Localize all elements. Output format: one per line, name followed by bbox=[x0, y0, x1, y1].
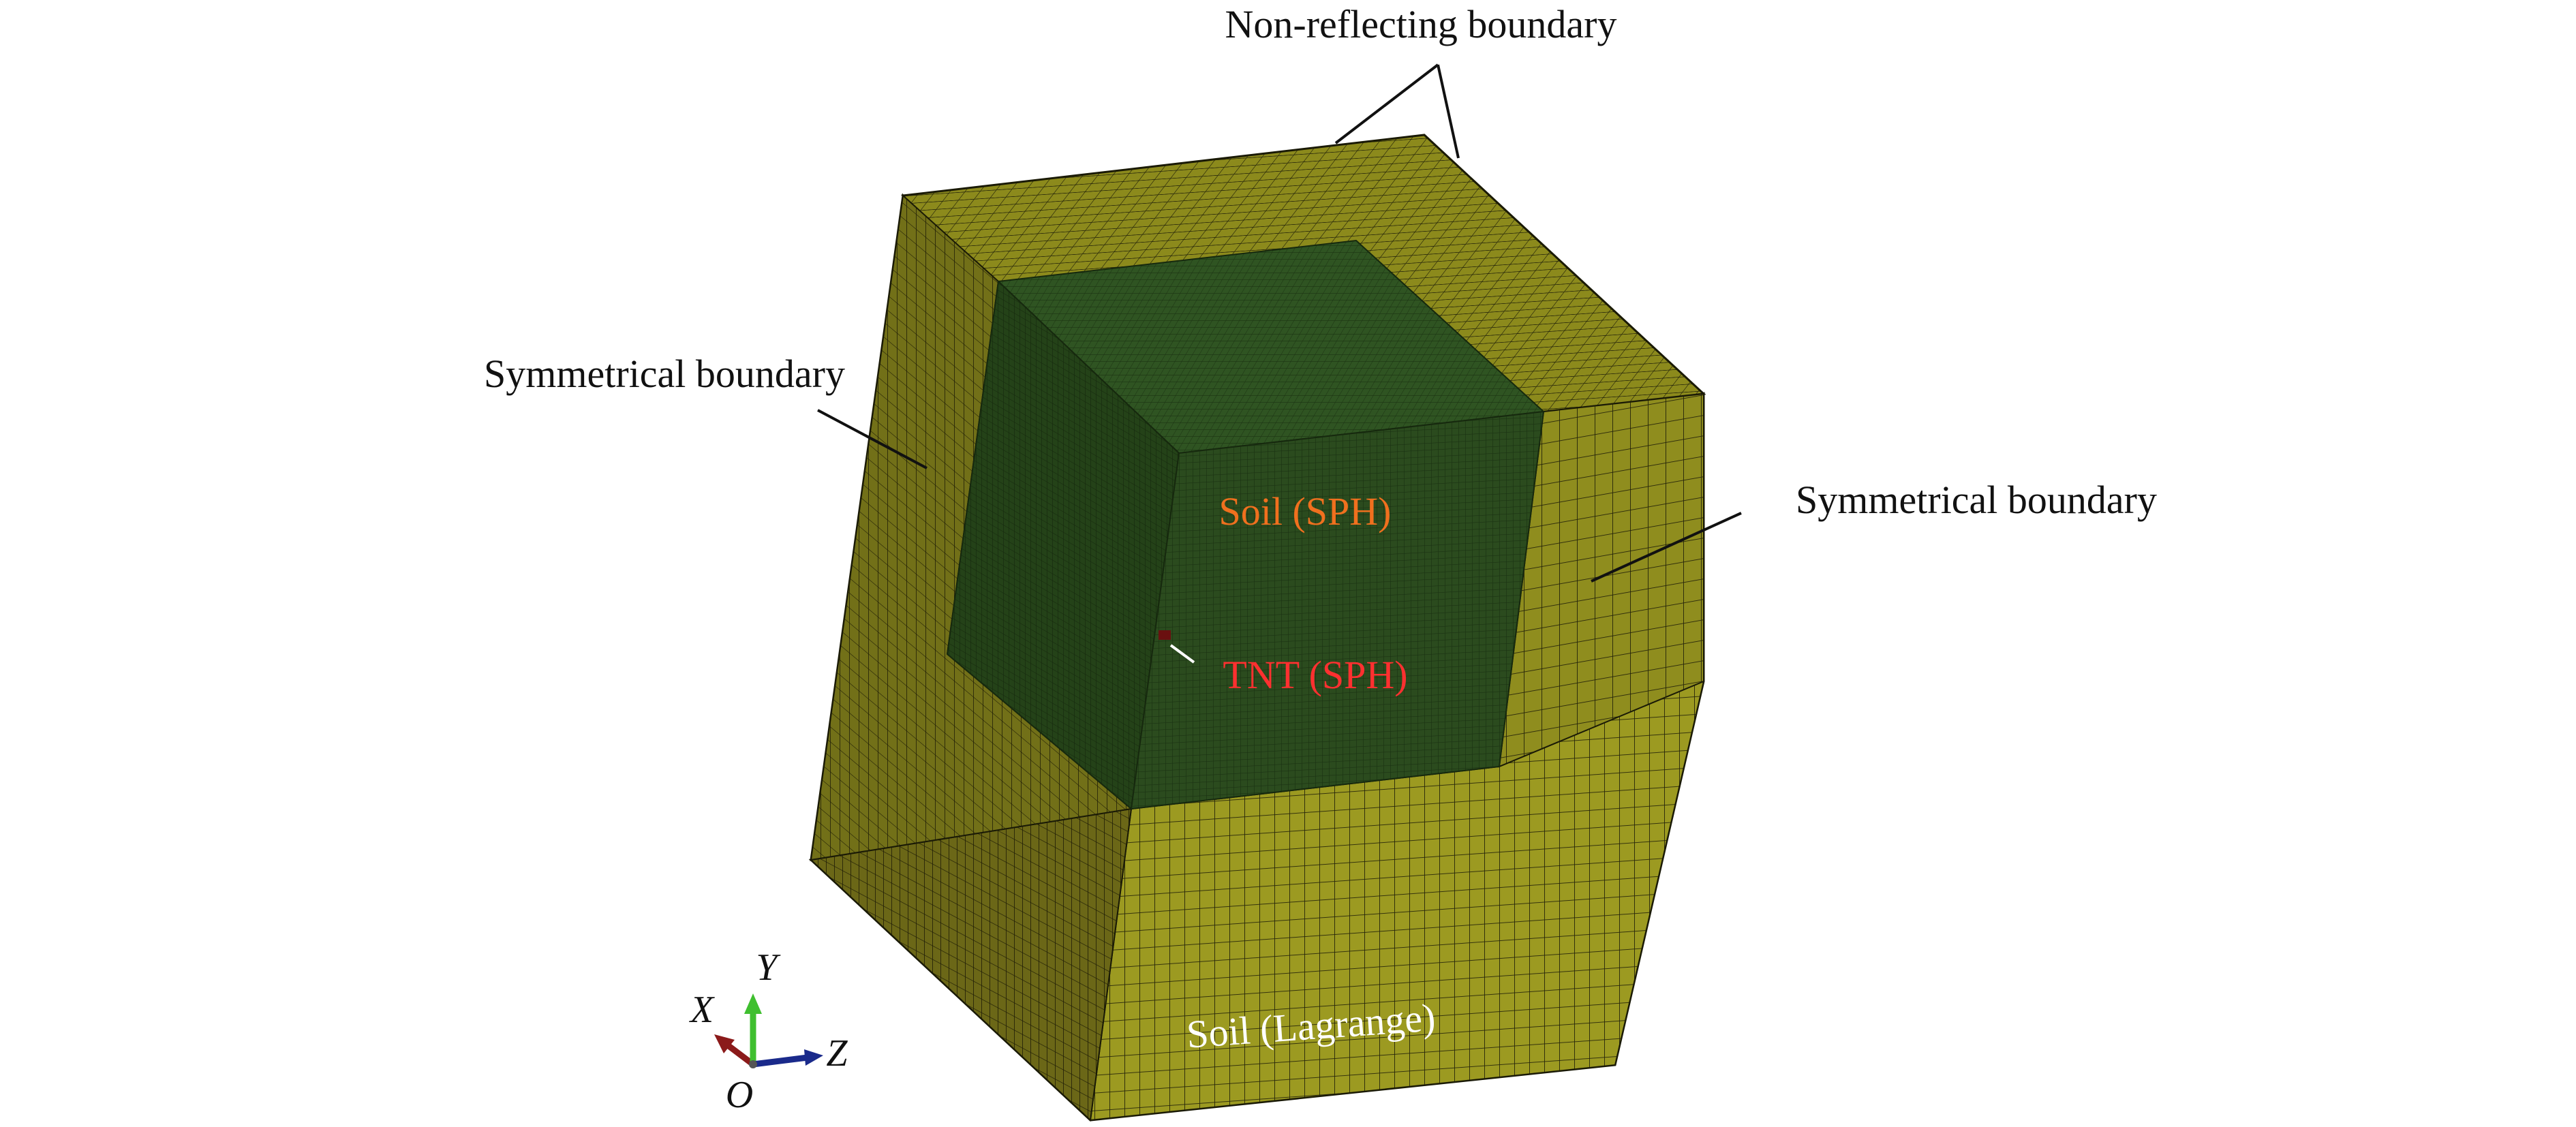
leader-nonreflect-top bbox=[1334, 63, 1439, 144]
axis-z-arrowhead bbox=[804, 1049, 823, 1066]
axis-x-arrowhead bbox=[714, 1034, 735, 1053]
axis-z-arrow bbox=[752, 1054, 808, 1068]
axis-y-label: Y bbox=[756, 946, 781, 989]
label-symmetrical-boundary-right: Symmetrical boundary bbox=[1796, 478, 2157, 522]
label-symmetrical-boundary-left: Symmetrical boundary bbox=[484, 352, 845, 396]
sph-front-face bbox=[1130, 410, 1545, 810]
axis-y-arrowhead bbox=[744, 993, 762, 1014]
axis-x-label: X bbox=[689, 989, 716, 1031]
leader-lines bbox=[817, 63, 1742, 583]
axis-origin-dot bbox=[749, 1060, 757, 1068]
label-tnt-sph: TNT (SPH) bbox=[1223, 653, 1407, 697]
soil-sph-region bbox=[946, 239, 1546, 810]
label-soil-sph: Soil (SPH) bbox=[1218, 489, 1391, 534]
coordinate-axes: X Y Z O bbox=[689, 946, 848, 1116]
block-lower-left-face bbox=[809, 807, 1133, 1122]
leader-nonreflect-right bbox=[1437, 64, 1460, 159]
leader-sym-left bbox=[817, 409, 927, 469]
tnt-charge bbox=[1159, 630, 1171, 640]
axis-origin-label: O bbox=[726, 1074, 753, 1116]
labels: Non-reflecting boundary Symmetrical boun… bbox=[484, 2, 2157, 1057]
leader-sym-right bbox=[1591, 512, 1742, 583]
label-non-reflecting-boundary: Non-reflecting boundary bbox=[1225, 2, 1617, 46]
axis-z-label: Z bbox=[826, 1032, 848, 1075]
leader-tnt bbox=[1169, 644, 1195, 664]
